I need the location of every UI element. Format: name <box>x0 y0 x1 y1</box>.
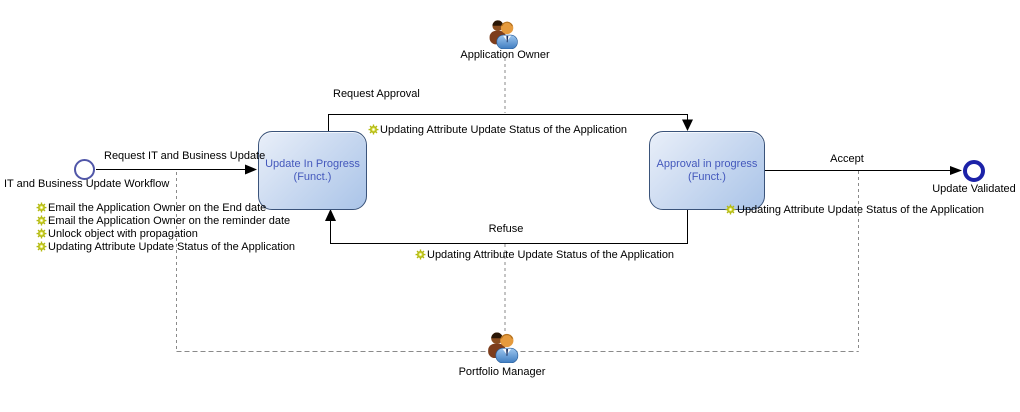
arrowhead-into-approval-in-progress <box>682 119 693 131</box>
flow-refuse <box>330 208 688 244</box>
transition-request-approval-label: Request Approval <box>333 88 420 100</box>
action-refuse: Updating Attribute Update Status of the … <box>415 249 674 261</box>
action-label: Updating Attribute Update Status of the … <box>737 204 985 216</box>
transition-accept-label: Accept <box>830 153 864 165</box>
start-event-circle[interactable] <box>74 159 95 180</box>
state-update-in-progress[interactable]: Update In Progress (Funct.) <box>258 131 367 210</box>
end-event-label: Update Validated <box>932 183 1016 195</box>
application-owner-label: Application Owner <box>460 49 550 61</box>
arrowhead-refuse-into-update-in-progress <box>325 209 336 221</box>
action-label: Updating Attribute Update Status of the … <box>380 124 628 136</box>
gear-icon <box>36 202 47 213</box>
action-start-4: Updating Attribute Update Status of the … <box>36 241 295 253</box>
arrowhead-into-update-in-progress <box>245 164 257 175</box>
action-request-approval: Updating Attribute Update Status of the … <box>368 124 627 136</box>
transition-request-update-label: Request IT and Business Update <box>104 150 266 162</box>
portfolio-manager-label: Portfolio Manager <box>458 366 546 378</box>
gear-icon <box>368 124 379 135</box>
action-accept: Updating Attribute Update Status of the … <box>725 204 984 216</box>
arrowhead-into-update-validated <box>950 166 962 175</box>
gear-icon <box>36 228 47 239</box>
action-start-1: Email the Application Owner on the End d… <box>36 202 266 214</box>
state-approval-in-progress[interactable]: Approval in progress (Funct.) <box>649 131 765 210</box>
end-event-circle[interactable] <box>963 160 985 182</box>
start-event-label: IT and Business Update Workflow <box>4 178 170 190</box>
gear-icon <box>725 204 736 215</box>
state-label-line1: Approval in progress <box>656 157 758 170</box>
action-label: Email the Application Owner on the End d… <box>48 202 267 214</box>
gear-icon <box>415 249 426 260</box>
state-label-line1: Update In Progress <box>265 157 360 170</box>
action-start-2: Email the Application Owner on the remin… <box>36 215 290 227</box>
flow-request-approval <box>328 114 688 131</box>
actor-association-lines <box>176 58 859 352</box>
action-label: Email the Application Owner on the remin… <box>48 215 291 227</box>
action-label: Updating Attribute Update Status of the … <box>48 241 296 253</box>
transition-refuse-label: Refuse <box>488 223 524 235</box>
gear-icon <box>36 215 47 226</box>
action-label: Updating Attribute Update Status of the … <box>427 249 675 261</box>
state-label-line2: (Funct.) <box>688 170 726 183</box>
application-owner-icon[interactable] <box>487 18 520 49</box>
portfolio-manager-icon[interactable] <box>485 330 521 363</box>
action-start-3: Unlock object with propagation <box>36 228 198 240</box>
state-label-line2: (Funct.) <box>293 170 332 183</box>
action-label: Unlock object with propagation <box>48 228 198 240</box>
gear-icon <box>36 241 47 252</box>
